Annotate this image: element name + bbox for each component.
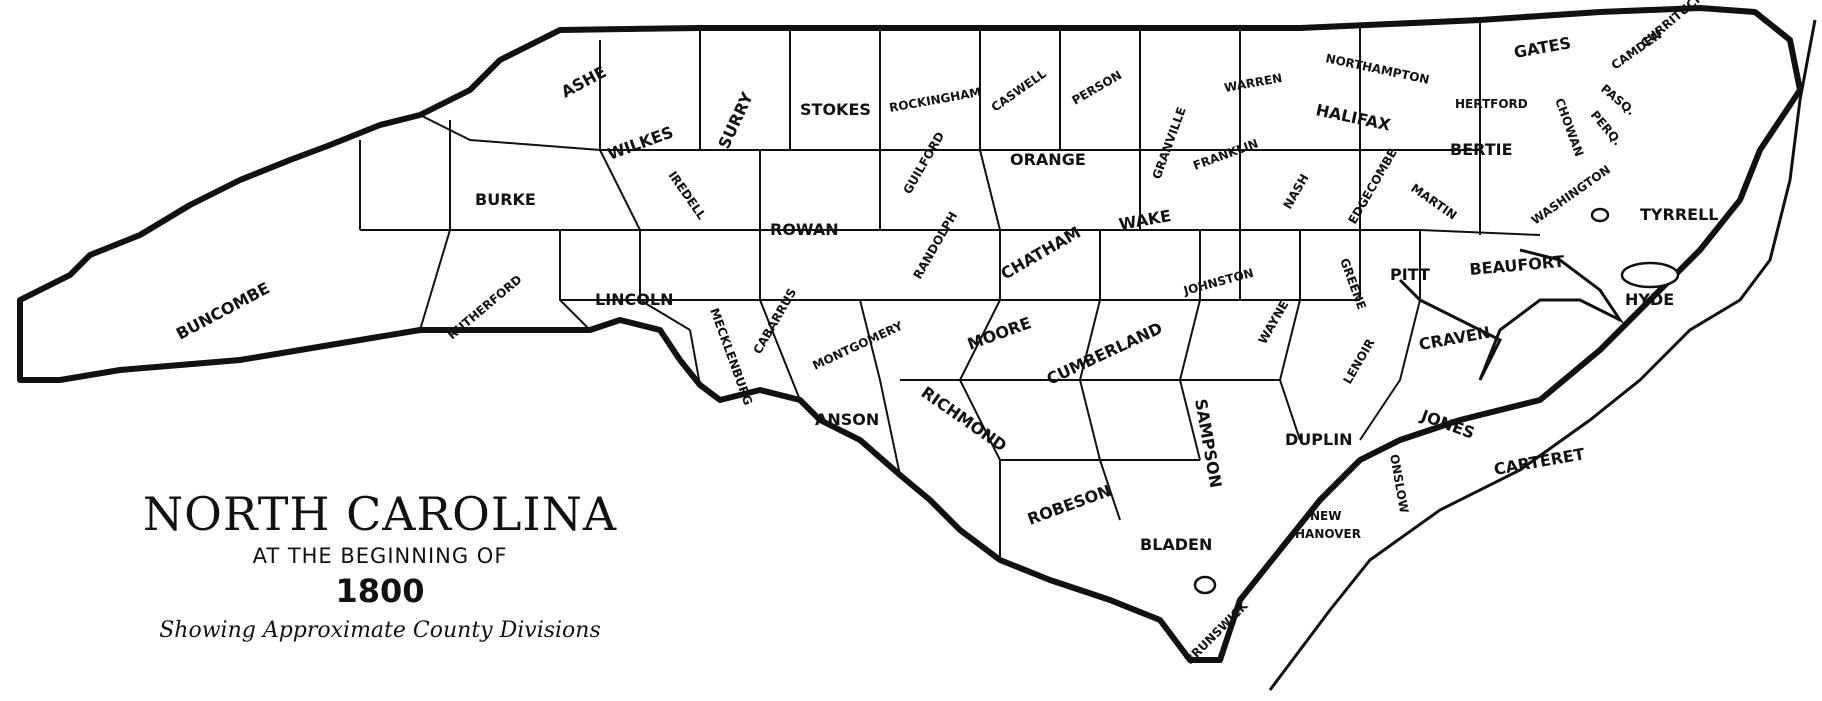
county-label-anson: ANSON (815, 410, 879, 429)
map-subtitle: AT THE BEGINNING OF (252, 544, 508, 569)
county-label-franklin: FRANKLIN (1191, 136, 1260, 172)
county-label-chatham: CHATHAM (998, 223, 1084, 284)
county-label-greene: GREENE (1337, 256, 1369, 311)
county-label-ashe: ASHE (558, 62, 610, 101)
county-label-rowan: ROWAN (770, 220, 839, 239)
county-label-warren: WARREN (1223, 71, 1283, 95)
county-label-robeson: ROBESON (1025, 481, 1114, 529)
lake-phelps (1590, 207, 1610, 223)
county-label-bladen: BLADEN (1140, 535, 1212, 554)
county-label-beaufort: BEAUFORT (1469, 252, 1565, 279)
county-label-cumberland: CUMBERLAND (1044, 318, 1166, 388)
county-label-nash: NASH (1280, 172, 1311, 212)
county-label-new-hanover-2: HANOVER (1295, 527, 1361, 541)
county-label-hertford: HERTFORD (1455, 97, 1528, 111)
county-label-perq: PERQ. (1588, 108, 1625, 148)
county-label-stokes: STOKES (800, 100, 871, 119)
state-outline (17, 5, 1803, 663)
county-label-edgecombe: EDGECOMBE (1345, 146, 1399, 226)
map-note: Showing Approximate County Divisions (159, 618, 601, 644)
county-label-orange: ORANGE (1010, 150, 1086, 169)
county-label-gates: GATES (1512, 33, 1572, 62)
county-label-moore: MOORE (965, 313, 1034, 354)
map-title-block: NORTH CAROLINA AT THE BEGINNING OF 1800 … (60, 487, 700, 644)
county-label-caswell: CASWELL (989, 66, 1049, 114)
county-label-martin: MARTIN (1408, 181, 1459, 223)
county-label-onslow: ONSLOW (1387, 453, 1411, 514)
county-label-cabarrus: CABARRUS (750, 286, 799, 357)
county-label-halifax: HALIFAX (1314, 100, 1393, 134)
county-label-wayne: WAYNE (1255, 298, 1291, 346)
county-label-lenoir: LENOIR (1340, 336, 1377, 386)
county-label-brunswick: BRUNSWICK (1182, 598, 1251, 667)
county-label-pitt: PITT (1390, 265, 1430, 284)
county-label-northampton: NORTHAMPTON (1324, 51, 1430, 87)
county-label-guilford: GUILFORD (900, 129, 947, 196)
county-label-craven: CRAVEN (1417, 323, 1491, 354)
lake-waccamaw (1193, 575, 1217, 595)
county-label-bertie: BERTIE (1450, 140, 1513, 159)
lake-mattamuskeet (1620, 261, 1680, 289)
county-label-montgomery: MONTGOMERY (810, 319, 905, 373)
county-label-surry: SURRY (714, 89, 757, 152)
county-label-tyrrell: TYRRELL (1640, 205, 1718, 224)
sound-shore (1398, 248, 1625, 381)
county-label-buncombe: BUNCOMBE (173, 278, 273, 343)
county-label-pasq: PASQ. (1598, 82, 1638, 119)
map-year: 1800 (335, 572, 425, 611)
county-label-hyde: HYDE (1625, 290, 1674, 309)
county-label-lincoln: LINCOLN (595, 290, 673, 309)
county-boundaries (359, 20, 1541, 560)
county-label-mecklenburg: MECKLENBURG (707, 306, 755, 407)
county-label-burke: BURKE (475, 190, 536, 209)
county-label-rockingham: ROCKINGHAM (888, 85, 982, 115)
map-title: NORTH CAROLINA (142, 487, 618, 541)
county-label-johnston: JOHNSTON (1181, 266, 1255, 298)
county-label-new-hanover-1: NEW (1310, 509, 1341, 523)
county-label-iredell: IREDELL (666, 169, 709, 223)
county-label-granville: GRANVILLE (1150, 105, 1189, 181)
county-label-richmond: RICHMOND (918, 383, 1010, 456)
county-label-camden: CAMDEN (1609, 28, 1665, 73)
county-label-jones: JONES (1418, 406, 1478, 443)
county-label-wilkes: WILKES (605, 122, 676, 163)
outer-banks (1268, 19, 1817, 691)
county-label-carteret: CARTERET (1492, 444, 1586, 479)
county-label-person: PERSON (1070, 68, 1125, 108)
county-label-randolph: RANDOLPH (910, 209, 960, 281)
county-label-duplin: DUPLIN (1285, 430, 1353, 449)
county-label-chowan: CHOWAN (1552, 96, 1586, 158)
